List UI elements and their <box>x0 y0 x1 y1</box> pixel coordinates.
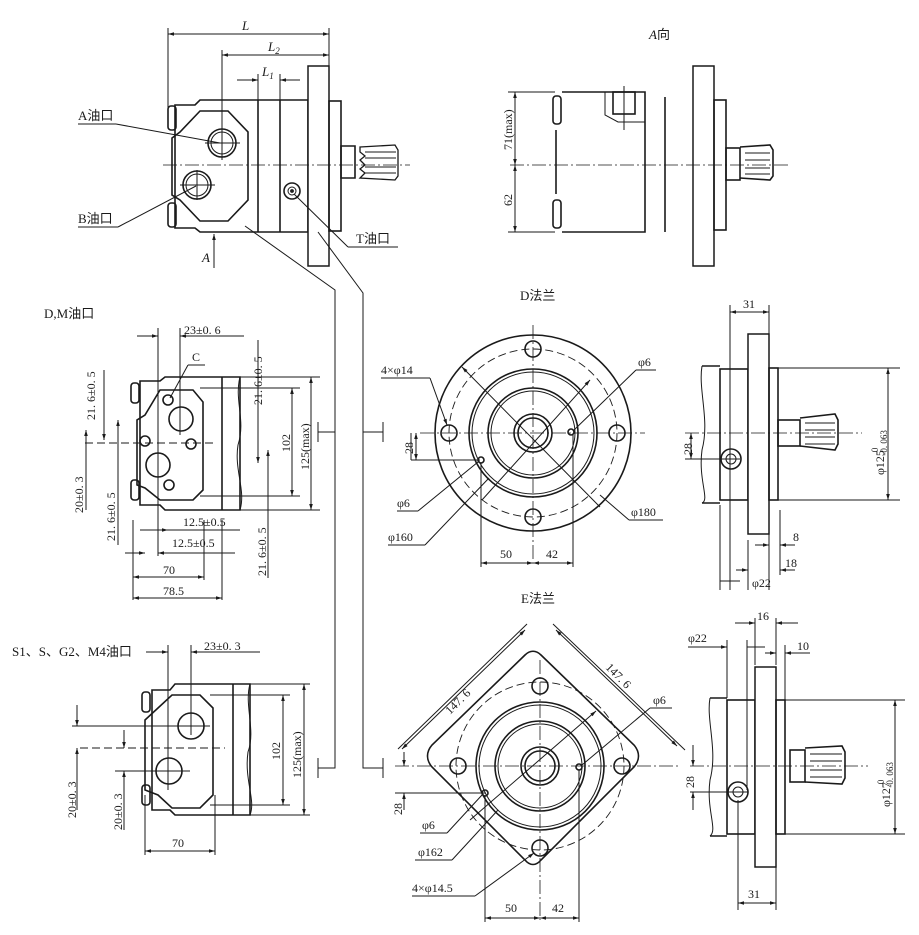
e-phi6-top: φ6 <box>653 693 666 707</box>
dim-23-0.3: 23±0. 3 <box>204 639 241 653</box>
view-arrow-a: A <box>201 250 210 265</box>
a-view: A向 71(max) 62 <box>501 27 790 267</box>
dim-L: L <box>241 18 249 33</box>
dim-20-0.3: 20±0. 3 <box>72 476 86 513</box>
d-side-view: 31 28 8 18 φ22 φ1250-0. 063 <box>681 297 900 590</box>
d-side-dia: φ1250-0. 063 <box>870 430 889 475</box>
label-port-a: A油口 <box>78 108 113 123</box>
dm-ports-title: D,M油口 <box>44 306 94 321</box>
e-flange-title: E法兰 <box>521 591 555 606</box>
e-side-phi22: φ22 <box>688 631 707 645</box>
dim-21.6-c: 21. 6±0. 5 <box>104 492 118 541</box>
e-side-dim-16: 16 <box>757 609 769 623</box>
dim-70-s: 70 <box>172 836 184 850</box>
d-side-dim-8: 8 <box>793 530 799 544</box>
e-diag-a: 147. 6 <box>442 686 473 717</box>
e-phi6-bot: φ6 <box>422 818 435 832</box>
s-ports-view: S1、S、G2、M4油口 23±0. 3 20±0. 3 20±0. 3 102… <box>12 639 310 855</box>
d-flange-view: D法兰 4×φ14 φ6 φ6 φ160 φ180 <box>381 288 663 567</box>
e-holes: 4×φ14.5 <box>412 881 453 895</box>
label-port-b: B油口 <box>78 211 113 226</box>
label-port-t: T油口 <box>356 231 390 246</box>
dim-L1: L1 <box>261 64 274 81</box>
dim-70: 70 <box>163 563 175 577</box>
dim-71-max: 71(max) <box>501 109 515 150</box>
d-side-dim-28: 28 <box>681 443 695 455</box>
e-phi162: φ162 <box>418 845 443 859</box>
e-side-dim-10: 10 <box>797 639 809 653</box>
d-side-dim-31: 31 <box>743 297 755 311</box>
e-side-dim-31: 31 <box>748 887 760 901</box>
d-dim-50: 50 <box>500 547 512 561</box>
e-flange-view: E法兰 147. 6 147. 6 φ6 φ6 φ162 4×φ14.5 <box>391 591 686 922</box>
d-phi6-bot: φ6 <box>397 496 410 510</box>
e-dim-42: 42 <box>552 901 564 915</box>
d-side-dim-18: 18 <box>785 556 797 570</box>
d-dim-42: 42 <box>546 547 558 561</box>
dim-78.5: 78.5 <box>163 584 184 598</box>
e-side-dia: φ1270-0. 063 <box>876 762 895 807</box>
dm-ports-view: D,M油口 23±0. 6 C 21. 6±0. 5 21. 6±0. 5 20… <box>44 306 320 600</box>
s-ports-title: S1、S、G2、M4油口 <box>12 644 132 659</box>
e-side-view: 16 φ22 10 28 31 φ1270-0. 063 <box>683 609 905 910</box>
dim-125-max: 125(max) <box>298 423 312 470</box>
dim-21.6-d: 21. 6±0. 5 <box>255 527 269 576</box>
d-phi160: φ160 <box>388 530 413 544</box>
dim-20-0.3-a: 20±0. 3 <box>65 781 79 818</box>
dim-L2: L2 <box>267 39 280 56</box>
a-view-title: A向 <box>648 27 670 42</box>
d-side-phi22: φ22 <box>752 576 771 590</box>
e-dim-28: 28 <box>391 803 405 815</box>
label-c: C <box>192 350 200 364</box>
e-dim-50: 50 <box>505 901 517 915</box>
leader-to-e-flange <box>317 231 383 769</box>
dim-102: 102 <box>279 434 293 452</box>
d-phi180: φ180 <box>631 505 656 519</box>
dim-21.6-a: 21. 6±0. 5 <box>84 371 98 420</box>
dim-62: 62 <box>501 194 515 206</box>
leader-to-s-ports <box>244 225 336 769</box>
d-phi6-top: φ6 <box>638 355 651 369</box>
d-dim-28: 28 <box>402 442 416 454</box>
main-view: L L2 L1 <box>78 18 410 778</box>
dim-102-s: 102 <box>269 742 283 760</box>
e-side-dim-28: 28 <box>683 776 697 788</box>
dim-12.5-b: 12.5±0.5 <box>172 536 215 550</box>
dim-23-0.6: 23±0. 6 <box>184 323 221 337</box>
dim-20-0.3-b: 20±0. 3 <box>111 793 125 830</box>
d-flange-title: D法兰 <box>520 288 555 303</box>
d-holes: 4×φ14 <box>381 363 413 377</box>
dim-125-max-s: 125(max) <box>290 731 304 778</box>
